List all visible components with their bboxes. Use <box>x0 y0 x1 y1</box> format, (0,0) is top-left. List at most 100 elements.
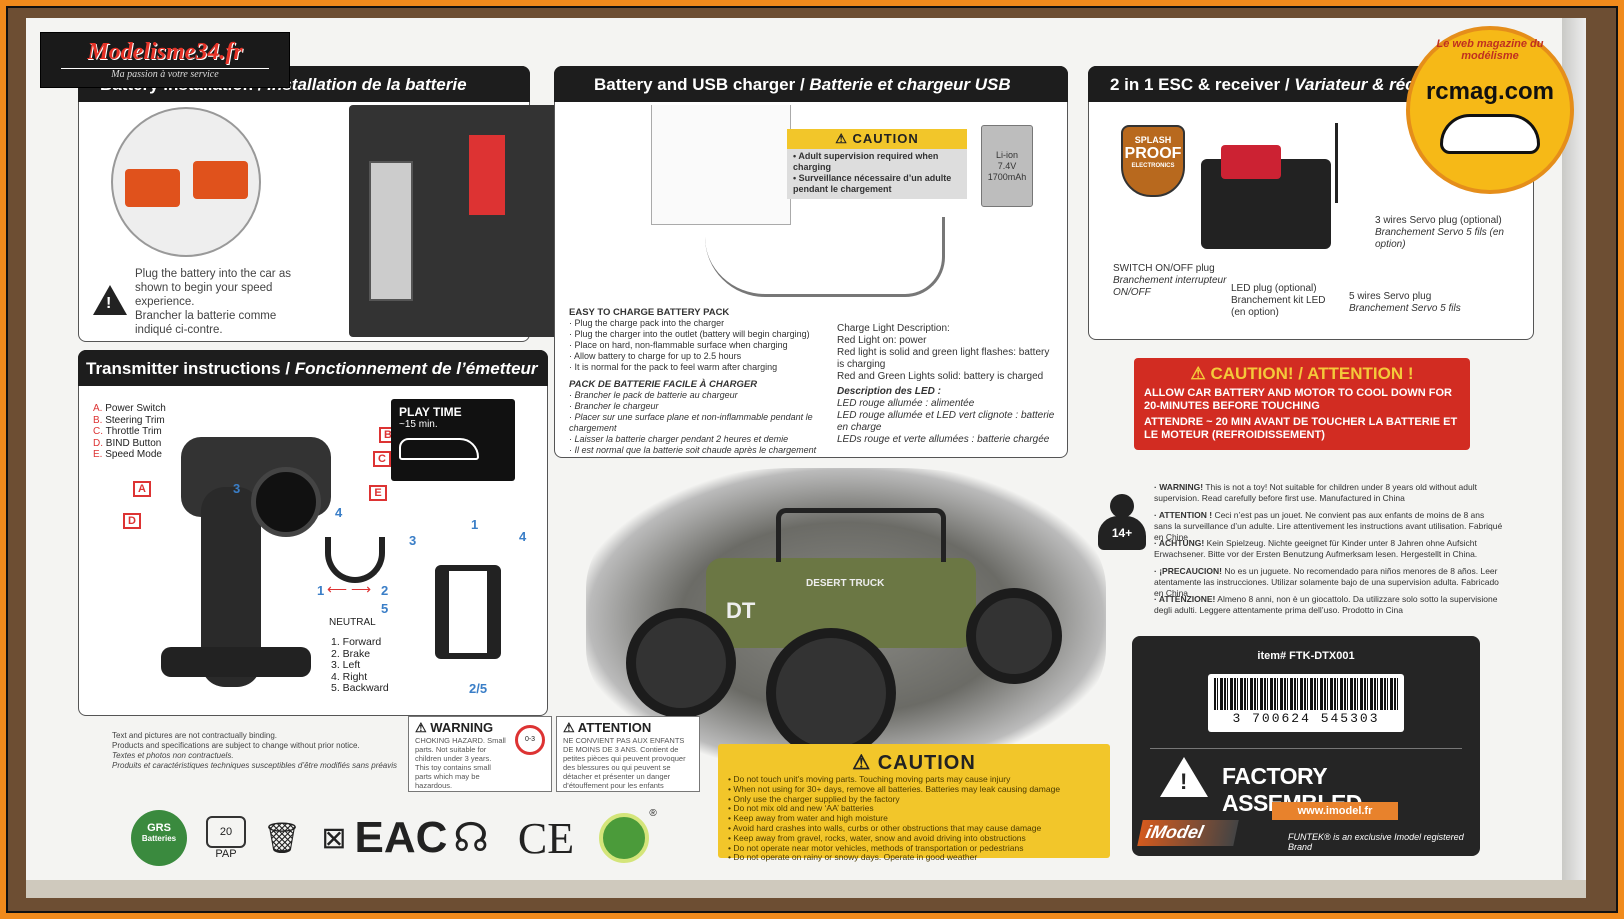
warning-es: · ¡PRECAUCION! No es un juguete. No reco… <box>1154 566 1499 598</box>
legend-item: C. Throttle Trim <box>93 426 162 437</box>
directions-list: 1. Forward 2. Brake 3. Left 4. Right 5. … <box>331 636 389 695</box>
truck-rollcage <box>776 508 946 562</box>
light-item: Red light is solid and green light flash… <box>837 347 1050 370</box>
battery-chem: Li-ion <box>995 150 1018 160</box>
charger-panel: Battery and USB charger / Batterie et ch… <box>554 66 1068 458</box>
warning-fr: · ATTENTION ! Ceci n’est pas un jouet. N… <box>1154 510 1503 542</box>
legend-item: B. Steering Trim <box>93 414 165 426</box>
steering-wheel <box>251 467 321 537</box>
choking-attention: ⚠ ATTENTION NE CONVIENT PAS AUX ENFANTS … <box>556 716 700 792</box>
box-bottom-edge <box>26 880 1586 898</box>
led-item: LEDs rouge et verte allumées : batterie … <box>837 434 1050 445</box>
warning-en: · WARNING! This is not a toy! Not suitab… <box>1154 482 1477 503</box>
direction-item: 1. Forward <box>331 636 382 648</box>
easy-item: · Place on hard, non-flammable surface w… <box>569 340 788 350</box>
caution-item: • Do not touch unit’s moving parts. Touc… <box>728 774 1011 784</box>
trigger-num-2: 2 <box>381 583 389 598</box>
battery-compartment-illustration <box>349 105 559 337</box>
caution-item: • When not using for 30+ days, remove al… <box>728 783 1061 794</box>
weee-crossed-bin-icon: ⊠ <box>321 821 347 855</box>
battery-instruction: Plug the battery into the car as shown t… <box>135 268 291 336</box>
direction-item: 5. Backward <box>331 682 389 694</box>
imodel-url: www.imodel.fr <box>1272 802 1398 820</box>
transmitter-panel-title: Transmitter instructions / Fonctionnemen… <box>78 350 548 386</box>
easy-item: · Plug the charge pack into the charger <box>569 318 725 328</box>
rcmag-tagline: Le web magazine du modélisme <box>1436 38 1544 62</box>
pack-item: · Il est normal que la batterie soit cha… <box>569 445 817 455</box>
choking-warning-text: CHOKING HAZARD. Small parts. Not suitabl… <box>415 736 506 790</box>
play-time-badge: PLAY TIME ~15 min. <box>391 399 515 481</box>
factory-assembled: FACTORY ASSEMBLED <box>1150 748 1462 816</box>
trigger-arrow-left: ⟵ <box>327 581 348 597</box>
trigger-diagram <box>325 537 385 583</box>
connector-socket <box>193 161 248 199</box>
splash-proof-badge: SPLASH PROOF ELECTRONICS <box>1121 125 1185 197</box>
marker-a: A <box>133 481 151 497</box>
box-side <box>1562 18 1586 898</box>
cooldown-title: ⚠ CAUTION! / ATTENTION ! <box>1190 364 1414 383</box>
caution-fr: • Surveillance nécessaire d’un adulte pe… <box>793 173 952 194</box>
caution-item: • Avoid hard crashes into walls, curbs o… <box>728 822 1042 833</box>
marker-c: C <box>373 451 391 467</box>
easy-charge-title: EASY TO CHARGE BATTERY PACK <box>569 307 730 318</box>
recycle-swirl-icon: ☊ <box>453 816 489 860</box>
topview-num-3: 3 <box>409 533 417 548</box>
esc-receiver-illustration <box>1201 145 1331 249</box>
barcode-number: 3 700624 545303 <box>1232 711 1380 726</box>
topview-num-1: 1 <box>471 517 479 532</box>
usb-adapter-illustration <box>651 105 791 225</box>
truck-tire-front <box>766 628 896 758</box>
neutral-label: NEUTRAL <box>329 617 376 628</box>
caution-item: • Only use the charger supplied by the f… <box>728 793 900 804</box>
transmitter-legend: A. Power Switch B. Steering Trim C. Thro… <box>93 403 166 461</box>
topview-num-4: 4 <box>519 529 527 544</box>
easy-item: · It is normal for the pack to feel warm… <box>569 362 778 372</box>
pack-item: · Placer sur une surface plane et non-in… <box>569 412 813 433</box>
eac-mark: EAC <box>354 813 448 862</box>
legend-item: D. BIND Button <box>93 437 162 449</box>
warning-de: · ACHTUNG! Kein Spielzeug. Nichte geeign… <box>1154 538 1478 559</box>
led-item: LED rouge allumée : alimentée <box>837 398 975 409</box>
topview-num-25: 2/5 <box>469 681 488 696</box>
wheel-num-3: 3 <box>233 481 241 496</box>
direction-item: 3. Left <box>331 659 361 671</box>
litter-bin-icon: 🗑 <box>262 821 302 855</box>
servo3-label: 3 wires Servo plug (optional)Branchement… <box>1375 215 1504 250</box>
battery-connector <box>469 135 505 215</box>
battery-pack: Li-ion 7.4V 1700mAh <box>981 125 1033 207</box>
pack-item: · Laisser la batterie charger pendant 2 … <box>569 434 789 444</box>
caution-item: • Keep away from water and high moisture <box>728 813 888 824</box>
direction-item: 2. Brake <box>331 647 371 660</box>
battery-warning-icon <box>93 285 127 315</box>
funtek-brand-note: FUNTEK® is an exclusive Imodel registere… <box>1288 832 1464 852</box>
warning-icon <box>1160 757 1208 797</box>
buggy-icon <box>1440 114 1540 154</box>
battery-panel: Battery installation / Installation de l… <box>78 66 559 342</box>
battery-panel-title: Battery installation / Installation de l… <box>78 66 530 102</box>
charger-panel-title: Battery and USB charger / Batterie et ch… <box>554 66 1068 102</box>
play-time-value: ~15 min. <box>399 419 438 430</box>
pack-item: · Brancher le pack de batterie au charge… <box>569 390 738 400</box>
light-title: Charge Light Description: <box>837 323 950 334</box>
legend-item: E. Speed Mode <box>93 449 162 460</box>
trigger-num-1: 1 <box>317 583 325 598</box>
ce-mark: CE <box>517 813 575 863</box>
transmitter-illustration <box>141 407 331 687</box>
barcode: 3 700624 545303 <box>1208 674 1404 732</box>
choking-warning: ⚠ WARNING CHOKING HAZARD. Small parts. N… <box>408 716 552 792</box>
easy-item: · Plug the charger into the outlet (batt… <box>569 329 810 339</box>
marker-d: D <box>123 513 141 529</box>
easy-item: · Allow battery to charge for up to 2.5 … <box>569 351 742 361</box>
charge-light-section: Charge Light Description: Red Light on: … <box>837 323 1057 446</box>
general-caution-list: • Do not touch unit’s moving parts. Touc… <box>728 774 1100 863</box>
cooldown-caution: ⚠ CAUTION! / ATTENTION ! ALLOW CAR BATTE… <box>1134 358 1470 450</box>
led-plug-label: LED plug (optional)Branchement kit LED (… <box>1231 283 1326 318</box>
rcmag-name: rcmag.com <box>1425 78 1555 105</box>
modelisme34-name: Modelisme34.fr <box>87 39 243 65</box>
item-number: item# FTK-DTX001 <box>1257 650 1355 662</box>
item-panel: item# FTK-DTX001 3 700624 545303 FACTORY… <box>1132 636 1480 856</box>
